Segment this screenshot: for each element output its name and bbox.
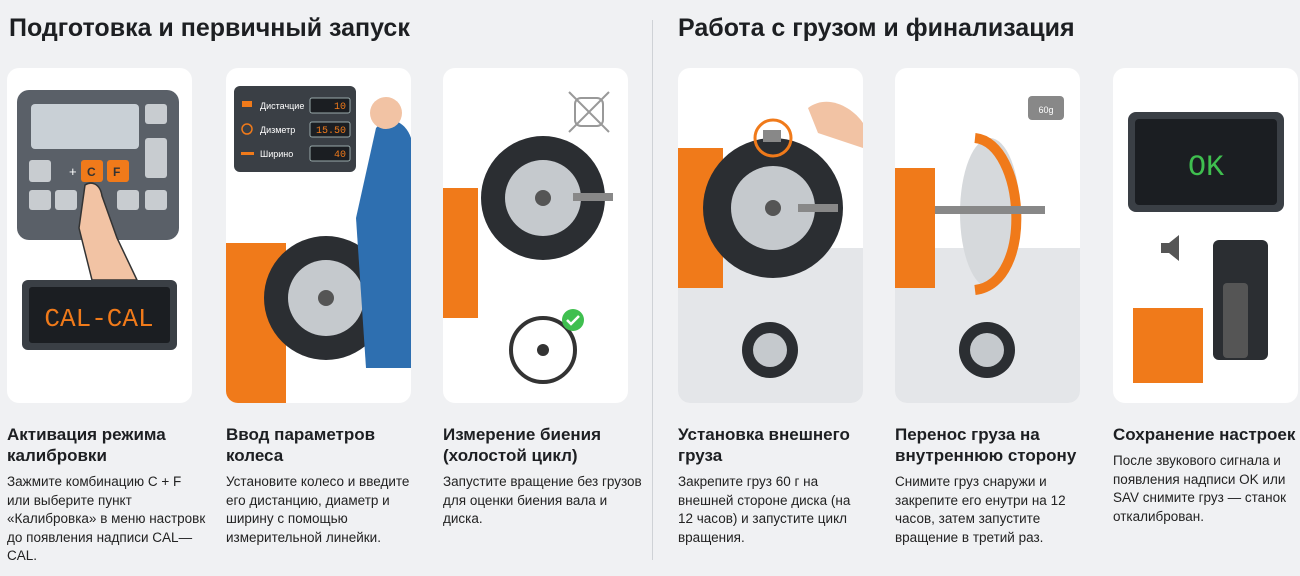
step-title: Сохранение настроек (1113, 425, 1296, 444)
step-3: Измерение биения (холостой цикл) Запустит… (443, 424, 643, 529)
illustration-calibration-mode: + F C CAL-CAL (7, 68, 192, 403)
illustration-runout-measurement (443, 68, 628, 403)
step-title: Активация режима калибровки (7, 425, 166, 465)
svg-text:15.50: 15.50 (316, 126, 346, 137)
key-c (81, 160, 103, 182)
sound-icon (1161, 235, 1179, 261)
svg-text:40: 40 (334, 150, 346, 161)
svg-text:Дизметр: Дизметр (260, 125, 295, 135)
step-description: Запустите вращение без грузов для оценки… (443, 474, 642, 526)
svg-text:Ширино: Ширино (260, 149, 293, 159)
step-title: Измерение биения (холостой цикл) (443, 425, 602, 465)
balancer-body (443, 188, 478, 318)
svg-text:Дистачцие: Дистачцие (260, 101, 304, 111)
key-f (107, 160, 129, 182)
illustration-outer-weight (678, 68, 863, 403)
weight-icon (1028, 96, 1064, 120)
illustration-save-settings: OK (1113, 68, 1298, 403)
step-title: Ввод параметров колеса (226, 425, 376, 465)
step-description: Снимите груз снаружи и закрепите его ену… (895, 474, 1066, 545)
balancer-body (895, 168, 935, 288)
panel-screen (31, 104, 139, 149)
section-title-finalization: Работа с грузом и финализация (678, 14, 1075, 42)
step-description: Установите колесо и введите его дистанци… (226, 474, 410, 545)
section-title-preparation: Подготовка и первичный запуск (9, 14, 410, 42)
key-c-label: C (87, 165, 96, 179)
check-icon (562, 309, 584, 331)
svg-text:CAL-CAL: CAL-CAL (44, 304, 153, 334)
step-title: Установка внешнего груза (678, 425, 850, 465)
illustration-wheel-parameters: Дистачцие Дизметр Ширино 10 15.50 40 (226, 68, 411, 403)
hand-icon (808, 101, 863, 148)
step-title: Перенос груза на внутреннюю сторону (895, 425, 1077, 465)
svg-text:F: F (113, 165, 120, 179)
no-weight-icon (568, 91, 610, 133)
rotating-disc-icon (509, 316, 577, 384)
svg-text:60g: 60g (1038, 105, 1053, 115)
illustration-inner-weight: 60g (895, 68, 1080, 403)
step-description: Закрепите груз 60 г на внешней стороне д… (678, 474, 851, 545)
step-description: Зажмите комбинацию C + F или выберите пу… (7, 474, 206, 563)
step-description: После звукового сигнала и появления надп… (1113, 453, 1287, 524)
balancer-body (1133, 308, 1203, 383)
section-divider (652, 20, 653, 560)
weight-highlight (753, 118, 793, 158)
technician-icon (356, 120, 411, 368)
svg-text:10: 10 (334, 102, 346, 113)
plus-sign: + (69, 164, 77, 179)
svg-text:OK: OK (1188, 151, 1224, 185)
